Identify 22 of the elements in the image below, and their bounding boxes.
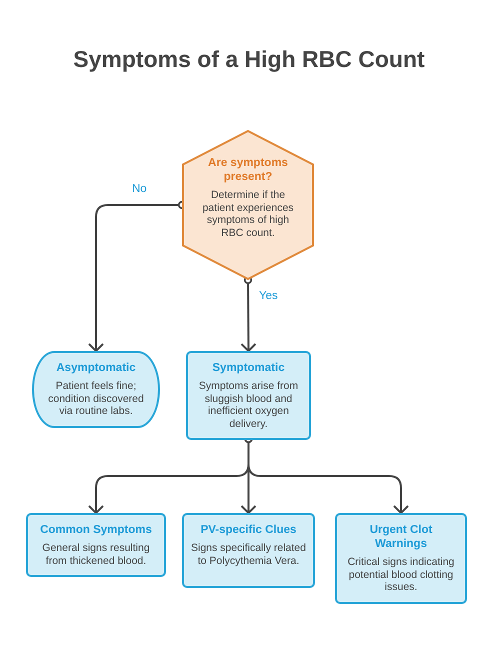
node-description: Signs specifically related to Polycythemia Vera. [190,542,307,567]
node-title: Symptomatic [212,361,285,375]
decision-hexagon [182,130,314,280]
arrow [240,276,256,352]
node-description: Patient feels fine; condition discovered via routine labs. [47,380,145,418]
edge-label: Yes [257,290,280,302]
diagram-title: Symptoms of a High RBC Count [72,46,426,73]
node-title: Asymptomatic [56,361,136,375]
node-title: Urgent Clot Warnings [368,523,434,551]
category-box [335,513,467,604]
category-box [182,513,315,588]
category-box [26,513,166,577]
node-description: Critical signs indicating potential blood clotting issues. [346,556,456,594]
node-description: Determine if the patient experiences symptoms of high RBC count. [201,189,295,239]
edge-label: No [130,183,149,195]
process-box [186,351,311,440]
node-description: General signs resulting from thickened blood. [41,542,151,567]
node-title: Common Symptoms [40,523,152,537]
node-description: Symptoms arise from sluggish blood and inefficient oxygen delivery. [198,380,300,430]
outcome-box [32,351,160,428]
node-title: Are symptoms present? [207,156,289,184]
node-title: PV-specific Clues [200,523,296,537]
